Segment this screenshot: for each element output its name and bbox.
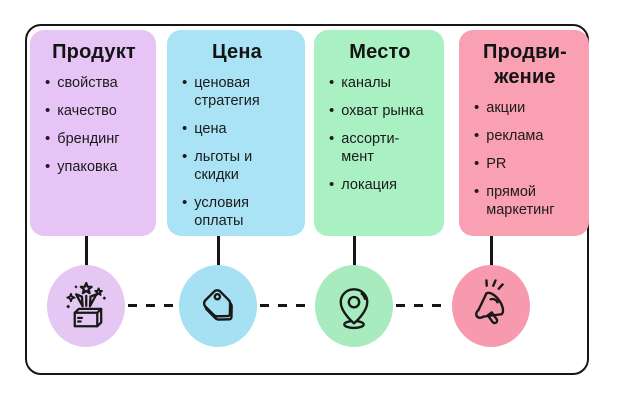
connector-line-place (353, 236, 356, 266)
bullet-label: льготы и скидки (194, 148, 253, 183)
card-price-title: Цена (212, 41, 262, 63)
location-pin-icon (339, 288, 369, 330)
bullet-item: • свойства (45, 74, 146, 93)
card-promotion-list: • акции • реклама • PR • прямой маркетинг (471, 99, 579, 220)
megaphone-icon (475, 279, 505, 325)
bullet-label: охват рынка (341, 102, 424, 119)
bullet-label: ценовая стратегия (194, 75, 260, 109)
card-place: Место • каналы • охват рынка • ассорти- мен… (314, 30, 444, 236)
dashed-link (260, 304, 313, 307)
bullet-item: • прямой маркетинг (474, 182, 579, 220)
dashed-link (128, 304, 177, 307)
connector-line-price (217, 236, 220, 266)
card-product-list: • свойства • качество • брендинг • упаковка (42, 74, 146, 177)
bullet-label: акции (486, 100, 526, 116)
bullet-label: брендинг (57, 130, 120, 147)
bullet-label: качество (57, 102, 117, 119)
product-icon-circle (47, 265, 125, 347)
card-price: Цена • ценовая стратегия • цена • льготы и … (167, 30, 305, 236)
bullet-label: упаковка (57, 158, 118, 175)
bullet-item: • каналы (329, 74, 434, 93)
price-icon-circle (179, 265, 257, 347)
bullet-icon: • (45, 129, 51, 147)
card-promotion: Продви- жение • акции • реклама • PR • прямо… (459, 30, 589, 236)
bullet-label: условия оплаты (194, 194, 249, 229)
card-promotion-title: Продви- жение (483, 41, 567, 88)
bullet-icon: • (45, 157, 51, 175)
card-place-list: • каналы • охват рынка • ассорти- мент • лок… (326, 74, 434, 195)
card-product: Продукт • свойства • качество • брендинг • у… (30, 30, 156, 236)
bullet-icon: • (474, 99, 480, 116)
bullet-item: • охват рынка (329, 101, 434, 121)
bullet-icon: • (329, 101, 335, 119)
bullet-label: локация (341, 176, 397, 193)
bullet-icon: • (182, 119, 188, 137)
price-tag-icon (202, 289, 233, 321)
promotion-icon-circle (452, 265, 530, 347)
bullet-icon: • (182, 193, 188, 211)
card-place-title: Место (349, 41, 411, 63)
bullet-item: • акции (474, 99, 579, 118)
place-icon-circle (315, 265, 393, 347)
bullet-label: прямой маркетинг (486, 183, 555, 218)
bullet-icon: • (329, 175, 335, 193)
bullet-item: • ассорти- мент (329, 129, 434, 167)
bullet-label: реклама (486, 127, 544, 144)
bullet-icon: • (45, 74, 51, 91)
bullet-item: • реклама (474, 126, 579, 146)
bullet-icon: • (329, 74, 335, 91)
connector-line-product (85, 236, 88, 266)
bullet-icon: • (474, 182, 480, 200)
bullet-item: • локация (329, 175, 434, 195)
bullet-label: каналы (341, 75, 391, 91)
dashed-link (396, 304, 450, 307)
bullet-item: • ценовая стратегия (182, 74, 295, 111)
bullet-item: • упаковка (45, 157, 146, 177)
bullet-icon: • (474, 154, 480, 172)
bullet-item: • брендинг (45, 129, 146, 149)
bullet-item: • цена (182, 119, 295, 139)
bullet-item: • льготы и скидки (182, 147, 295, 185)
card-price-list: • ценовая стратегия • цена • льготы и скидк… (179, 74, 295, 231)
bullet-icon: • (182, 147, 188, 165)
connector-line-promotion (490, 236, 493, 266)
gift-box-icon (66, 281, 107, 328)
bullet-item: • условия оплаты (182, 193, 295, 231)
bullet-icon: • (182, 74, 188, 91)
card-product-title: Продукт (52, 41, 136, 63)
bullet-item: • качество (45, 101, 146, 121)
bullet-label: PR (486, 155, 507, 172)
bullet-icon: • (45, 101, 51, 119)
bullet-item: • PR (474, 154, 579, 174)
bullet-label: цена (194, 120, 227, 137)
bullet-label: ассорти- мент (341, 130, 400, 165)
bullet-icon: • (329, 129, 335, 147)
bullet-icon: • (474, 126, 480, 144)
bullet-label: свойства (57, 75, 118, 91)
